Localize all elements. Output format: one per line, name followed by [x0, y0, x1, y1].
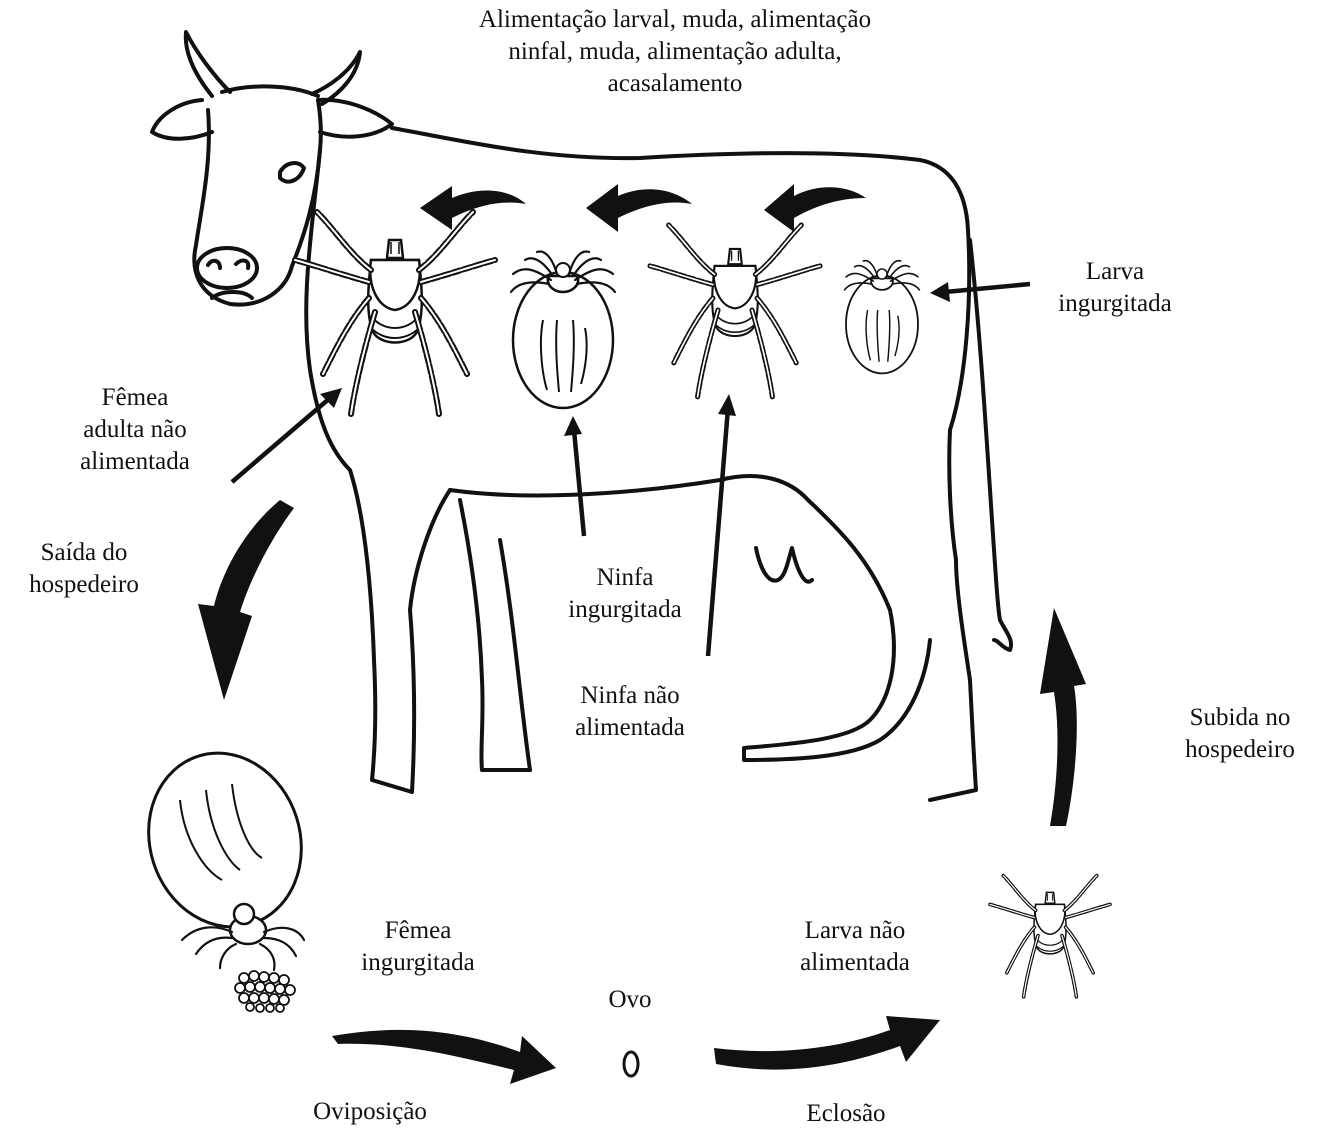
unfed-larva-tick-icon	[990, 876, 1110, 997]
label-femea-ingurgitada: Fêmea ingurgitada	[338, 915, 498, 979]
exit-host-arrow-icon	[198, 500, 294, 700]
label-line: Larva	[1030, 256, 1200, 288]
engorged-female-laying-eggs-icon	[126, 733, 323, 970]
top-feeding-caption: Alimentação larval, muda, alimentação ni…	[410, 4, 940, 100]
label-saida-do-hospedeiro: Saída do hospedeiro	[6, 537, 162, 601]
label-subida-no-hospedeiro: Subida no hospedeiro	[1160, 702, 1320, 766]
label-line: Ovo	[590, 984, 670, 1016]
unfed-nymph-tick-icon	[650, 225, 820, 397]
label-ovo: Ovo	[590, 984, 670, 1016]
label-line: alimentada	[770, 947, 940, 979]
hatching-arrow-icon	[714, 1016, 940, 1070]
label-line: Fêmea	[60, 382, 210, 414]
egg-icon	[624, 1052, 638, 1076]
label-ninfa-ingurgitada: Ninfa ingurgitada	[540, 562, 710, 626]
label-line: ingurgitada	[338, 947, 498, 979]
unfed-adult-female-tick-icon	[295, 212, 495, 414]
label-line: alimentada	[60, 446, 210, 478]
caption-line: Alimentação larval, muda, alimentação	[410, 4, 940, 36]
label-line: Ninfa	[540, 562, 710, 594]
label-line: ingurgitada	[540, 594, 710, 626]
engorged-nymph-tick-icon	[511, 252, 615, 408]
label-line: alimentada	[550, 712, 710, 744]
label-line: Ninfa não	[550, 680, 710, 712]
caption-line: acasalamento	[410, 68, 940, 100]
label-eclosao: Eclosão	[776, 1098, 916, 1130]
label-line: Larva não	[770, 915, 940, 947]
egg-cluster-icon	[235, 971, 295, 1012]
label-line: hospedeiro	[1160, 734, 1320, 766]
label-oviposicao: Oviposição	[290, 1096, 450, 1128]
engorged-larva-tick-icon	[845, 261, 920, 374]
oviposition-arrow-icon	[332, 1030, 556, 1084]
label-femea-adulta-nao-alimentada: Fêmea adulta não alimentada	[60, 382, 210, 478]
label-line: Fêmea	[338, 915, 498, 947]
label-line: adulta não	[60, 414, 210, 446]
label-ninfa-nao-alimentada: Ninfa não alimentada	[550, 680, 710, 744]
label-line: Subida no	[1160, 702, 1320, 734]
label-line: ingurgitada	[1030, 288, 1200, 320]
label-line: hospedeiro	[6, 569, 162, 601]
label-line: Eclosão	[776, 1098, 916, 1130]
climb-host-arrow-icon	[1040, 608, 1086, 826]
caption-line: ninfal, muda, alimentação adulta,	[410, 36, 940, 68]
label-larva-ingurgitada: Larva ingurgitada	[1030, 256, 1200, 320]
label-line: Oviposição	[290, 1096, 450, 1128]
label-line: Saída do	[6, 537, 162, 569]
label-larva-nao-alimentada: Larva não alimentada	[770, 915, 940, 979]
